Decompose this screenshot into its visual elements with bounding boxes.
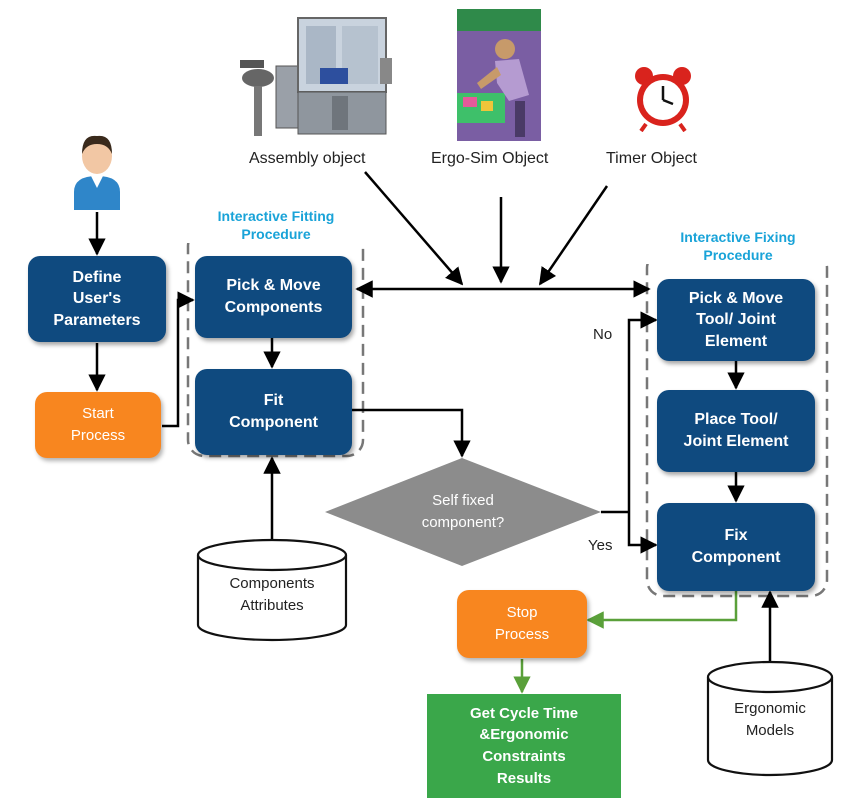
edge-no-branch: [627, 311, 658, 512]
decision-label: Self fixed component?: [421, 492, 505, 531]
fitting-procedure-title: Interactive Fitting Procedure: [186, 207, 366, 244]
pick-move-tool-node: Pick & Move Tool/ Joint Element: [657, 279, 815, 361]
no-edge-label: No: [593, 326, 613, 343]
timer-object-label: Timer Object: [606, 150, 697, 167]
start-process-node: Start Process: [35, 392, 161, 458]
user-icon: [74, 135, 120, 210]
pick-move-components-node: Pick & Move Components: [195, 256, 352, 338]
components-attributes-label: Components Attributes: [229, 575, 315, 614]
edge-yes-branch: [627, 512, 658, 554]
ergonomic-simulation-icon: [457, 9, 541, 141]
components-database-cylinder: [196, 538, 348, 642]
define-parameters-node: Define User's Parameters: [28, 256, 166, 342]
place-tool-node: Place Tool/ Joint Element: [657, 390, 815, 472]
fit-component-node: Fit Component: [195, 369, 352, 455]
yes-edge-label: Yes: [588, 537, 613, 554]
edge-fit-decision: [352, 408, 471, 458]
alarm-clock-icon: [635, 67, 691, 132]
edge-assembly-bus: [364, 171, 464, 286]
ergo-sim-object-label: Ergo-Sim Object: [431, 150, 549, 167]
fix-component-node: Fix Component: [657, 503, 815, 591]
results-node: Get Cycle Time &Ergonomic Constraints Re…: [427, 694, 621, 798]
fixing-group-frame: [645, 250, 829, 598]
edge-start-pickmove: [162, 291, 195, 428]
ergonomic-models-label: Ergonomic Models: [734, 700, 806, 739]
decision-diamond: [325, 458, 601, 566]
ergonomic-database-cylinder: [706, 660, 834, 777]
fixing-procedure-title: Interactive Fixing Procedure: [645, 228, 831, 265]
stop-process-node: Stop Process: [457, 590, 587, 658]
assembly-machine-icon: [240, 17, 392, 136]
edge-timer-bus: [538, 185, 609, 286]
edge-fix-stop: [586, 590, 738, 629]
fitting-group-frame: [186, 228, 365, 458]
assembly-object-label: Assembly object: [249, 150, 366, 167]
